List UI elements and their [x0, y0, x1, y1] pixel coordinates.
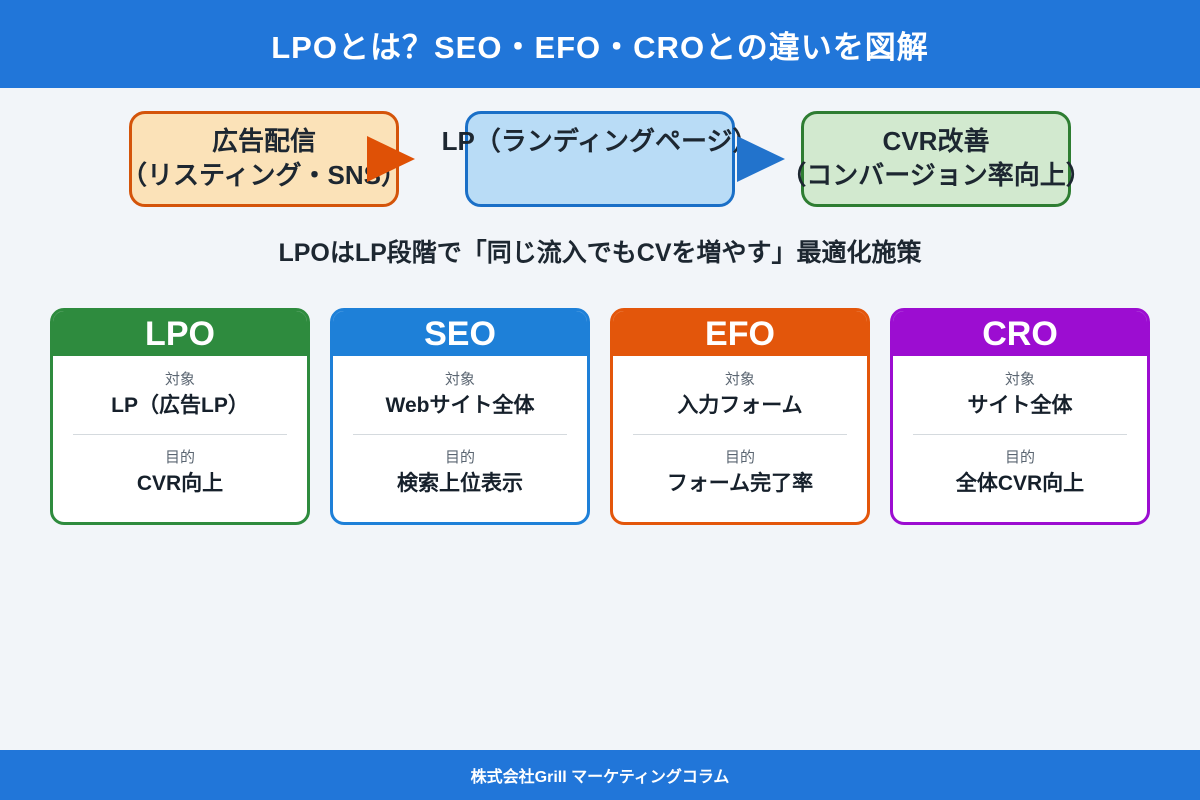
card-cro: CRO 対象 サイト全体 目的 全体CVR向上 [890, 308, 1150, 525]
card-seo-header: SEO [333, 311, 587, 356]
card-seo-body: 対象 Webサイト全体 目的 検索上位表示 [333, 356, 587, 497]
divider [913, 434, 1127, 435]
goal-label: 目的 [1004, 449, 1035, 466]
flow-box-cvr-improvement-line2: （コンバージョン率向上） [780, 160, 1092, 190]
card-efo: EFO 対象 入力フォーム 目的 フォーム完了率 [610, 308, 870, 525]
card-efo-title: EFO [705, 314, 775, 353]
goal-label: 目的 [724, 449, 755, 466]
card-efo-body: 対象 入力フォーム 目的 フォーム完了率 [613, 356, 867, 497]
divider [353, 434, 567, 435]
footer-bar: 株式会社Grill マーケティングコラム [0, 750, 1200, 800]
card-cro-title: CRO [982, 314, 1058, 353]
target-label: 対象 [1004, 371, 1035, 388]
right-arrow-icon [737, 136, 785, 182]
flow-box-ad-delivery-line2: （リスティング・SNS） [121, 160, 407, 190]
target-label: 対象 [444, 371, 475, 388]
flow-box-cvr-improvement-line1: CVR改善 [882, 126, 990, 156]
flow-arrow-slot-1 [367, 136, 465, 182]
target-value: サイト全体 [967, 394, 1073, 417]
goal-label: 目的 [164, 449, 195, 466]
right-arrow-icon [367, 136, 415, 182]
flow-box-ad-delivery: 広告配信 （リスティング・SNS） [121, 111, 407, 207]
goal-value: 検索上位表示 [397, 472, 523, 495]
flow-box-cvr-improvement: CVR改善 （コンバージョン率向上） [780, 111, 1092, 207]
target-label: 対象 [164, 371, 195, 388]
tagline: LPOはLP段階で「同じ流入でもCVを増やす」最適化施策 [278, 239, 922, 267]
flow-diagram: 広告配信 （リスティング・SNS） LP（ランディングページ） CVR改善 （コ… [121, 111, 1092, 207]
card-lpo-title: LPO [145, 314, 215, 353]
card-lpo-body: 対象 LP（広告LP） 目的 CVR向上 [53, 356, 307, 497]
goal-label: 目的 [444, 449, 475, 466]
card-lpo: LPO 対象 LP（広告LP） 目的 CVR向上 [50, 308, 310, 525]
target-value: 入力フォーム [677, 394, 803, 417]
goal-value: 全体CVR向上 [955, 472, 1085, 495]
goal-value: フォーム完了率 [666, 472, 814, 495]
header-bar: LPOとは？SEO・EFO・CROとの違いを図解 [0, 0, 1200, 88]
flow-box-ad-delivery-line1: 広告配信 [211, 126, 316, 156]
card-lpo-header: LPO [53, 311, 307, 356]
target-value: LP（広告LP） [111, 394, 249, 417]
footer-credit: 株式会社Grill マーケティングコラム [470, 769, 730, 786]
card-seo-title: SEO [424, 314, 496, 353]
flow-arrow-slot-2 [735, 136, 801, 182]
flow-box-landing-page-line1: LP（ランディングページ） [441, 126, 759, 156]
target-value: Webサイト全体 [385, 394, 535, 417]
divider [73, 434, 287, 435]
comparison-cards: LPO 対象 LP（広告LP） 目的 CVR向上 SEO 対象 Webサイト全体… [0, 308, 1200, 525]
card-efo-header: EFO [613, 311, 867, 356]
target-label: 対象 [724, 371, 755, 388]
goal-value: CVR向上 [136, 472, 224, 495]
card-seo: SEO 対象 Webサイト全体 目的 検索上位表示 [330, 308, 590, 525]
card-cro-header: CRO [893, 311, 1147, 356]
flow-box-landing-page: LP（ランディングページ） [442, 111, 758, 207]
divider [633, 434, 847, 435]
card-cro-body: 対象 サイト全体 目的 全体CVR向上 [893, 356, 1147, 497]
page-title: LPOとは？SEO・EFO・CROとの違いを図解 [271, 29, 929, 65]
